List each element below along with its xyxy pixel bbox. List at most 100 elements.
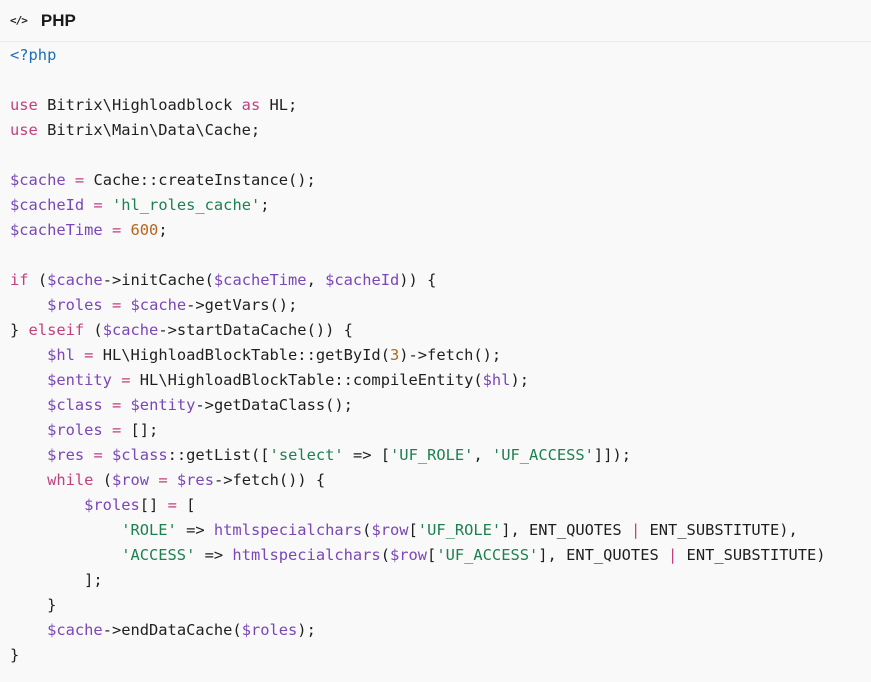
code-text [103, 396, 112, 414]
variable: $row [111, 471, 150, 489]
code-line: <?php [10, 43, 826, 68]
operator: = [158, 471, 168, 489]
string-literal: 'UF_ROLE' [390, 446, 474, 464]
keyword: as [241, 96, 261, 114]
code-line: } elseif ($cache->startDataCache()) { [10, 318, 826, 343]
code-text: ->initCache( [102, 271, 214, 289]
code-text: ; [260, 196, 270, 214]
code-text: => [195, 546, 233, 564]
operator: = [84, 346, 94, 364]
code-text: ( [84, 321, 103, 339]
code-text: , [473, 446, 492, 464]
code-text: => [ [343, 446, 391, 464]
code-text [103, 196, 112, 214]
variable: $cacheTime [10, 221, 103, 239]
code-text: [ [427, 546, 437, 564]
variable: $cacheTime [213, 271, 307, 289]
keyword: use [10, 96, 38, 114]
code-text [112, 371, 121, 389]
code-line: $cacheId = 'hl_roles_cache'; [10, 193, 826, 218]
keyword: while [47, 471, 94, 489]
code-text: ], ENT_QUOTES [538, 546, 668, 564]
code-text: ::getList([ [167, 446, 270, 464]
code-line: while ($row = $res->fetch()) { [10, 468, 826, 493]
variable: $cache [47, 271, 103, 289]
code-text [121, 396, 130, 414]
number-literal: 3 [389, 346, 400, 364]
code-text [10, 471, 47, 489]
code-text [10, 396, 47, 414]
code-text [103, 296, 112, 314]
code-text [10, 421, 47, 439]
variable: $entity [47, 371, 112, 389]
code-text: []; [121, 421, 159, 439]
code-text [168, 471, 177, 489]
string-literal: 'ACCESS' [121, 546, 196, 564]
code-line: ]; [10, 568, 826, 593]
operator: | [630, 521, 641, 539]
code-text: ->getDataClass(); [195, 396, 353, 414]
code-text: ( [28, 271, 48, 289]
code-text: ; [158, 221, 168, 239]
variable: $cacheId [325, 271, 400, 289]
number-literal: 600 [130, 221, 159, 239]
variable: $entity [130, 396, 196, 414]
code-text: )) { [399, 271, 437, 289]
keyword: elseif [28, 321, 85, 339]
code-line: if ($cache->initCache($cacheTime, $cache… [10, 268, 826, 293]
keyword: if [10, 271, 29, 289]
code-line [10, 143, 826, 168]
operator: | [668, 546, 678, 564]
code-text: ]]); [593, 446, 631, 464]
code-text: HL\HighloadBlockTable::compileEntity( [130, 371, 483, 389]
variable: $roles [84, 496, 140, 514]
code-text [10, 546, 121, 564]
code-text: Cache::createInstance(); [84, 171, 316, 189]
code-text: ->fetch()) { [213, 471, 326, 489]
variable: $res [176, 471, 214, 489]
language-label: PHP [40, 10, 76, 30]
code-text: [] [139, 496, 168, 514]
code-text [103, 221, 112, 239]
code-text [121, 221, 130, 239]
variable: $hl [482, 371, 511, 389]
code-line: use Bitrix\Main\Data\Cache; [10, 118, 826, 143]
string-literal: 'ROLE' [121, 521, 177, 539]
code-line: } [10, 643, 826, 668]
code-text: ->getVars(); [186, 296, 298, 314]
string-literal: 'hl_roles_cache' [111, 196, 261, 214]
code-line [10, 68, 826, 93]
function-name: htmlspecialchars [232, 546, 381, 564]
code-line: $cacheTime = 600; [10, 218, 826, 243]
php-open-tag: <?php [10, 46, 57, 64]
code-text: Bitrix\Main\Data\Cache; [37, 121, 261, 139]
code-text: [ [176, 496, 196, 514]
code-text [10, 496, 84, 514]
code-text [10, 621, 47, 639]
code-line: $class = $entity->getDataClass(); [10, 393, 826, 418]
operator: = [111, 296, 122, 314]
code-text: ENT_SUBSTITUTE) [677, 546, 826, 564]
variable: $cacheId [10, 196, 85, 214]
variable: $class [47, 396, 103, 414]
operator: = [111, 221, 122, 239]
variable: $cache [10, 171, 66, 189]
code-line: $res = $class::getList(['select' => ['UF… [10, 443, 826, 468]
code-text: ( [380, 546, 390, 564]
operator: = [111, 421, 122, 439]
code-block-header: </> PHP [0, 0, 871, 42]
code-text: HL\HighloadBlockTable::getById( [93, 346, 390, 364]
code-text: ENT_SUBSTITUTE), [640, 521, 798, 539]
code-text [103, 446, 112, 464]
code-line: $hl = HL\HighloadBlockTable::getById(3)-… [10, 343, 826, 368]
code-text: ], ENT_QUOTES [501, 521, 631, 539]
code-text: => [176, 521, 214, 539]
code-text: ); [510, 371, 529, 389]
variable: $hl [47, 346, 75, 364]
code-text: } [10, 321, 29, 339]
operator: = [93, 446, 103, 464]
code-line: $cache->endDataCache($roles); [10, 618, 826, 643]
variable: $cache [102, 321, 159, 339]
code-text: )->fetch(); [399, 346, 502, 364]
code-line: $roles = $cache->getVars(); [10, 293, 826, 318]
